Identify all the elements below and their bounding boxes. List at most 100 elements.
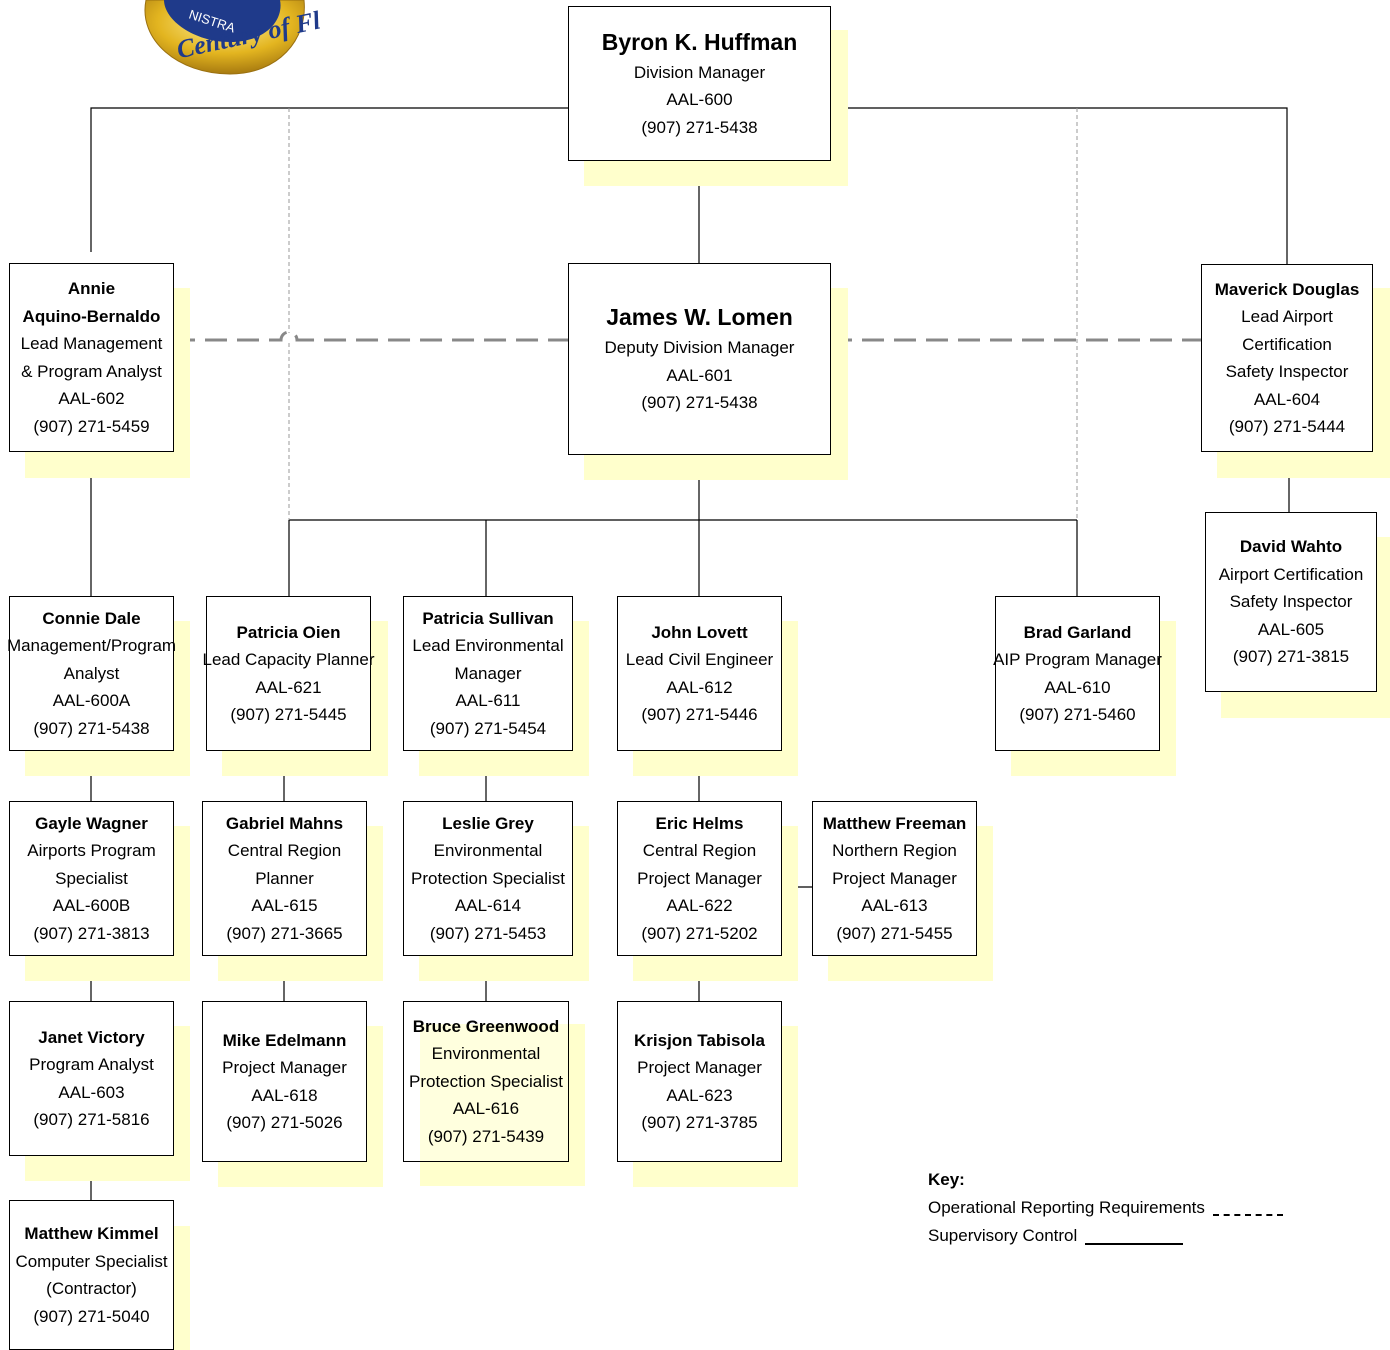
position-code: AAL-600B [52, 896, 131, 916]
position-phone: (907) 271-5446 [641, 705, 758, 724]
position-box-garland: Brad Garland AIP Program Manager AAL-610… [993, 596, 1162, 751]
position-title: Deputy Division Manager [604, 338, 795, 358]
position-title-line2: Project Manager [832, 868, 957, 888]
position-phone: (907) 271-5438 [641, 117, 758, 137]
position-title: AIP Program Manager [993, 650, 1162, 669]
position-box-oien: Patricia Oien Lead Capacity Planner AAL-… [203, 596, 375, 751]
position-name: Patricia Sullivan [422, 608, 554, 628]
position-code: AAL-610 [1044, 677, 1111, 697]
position-name: Maverick Douglas [1214, 279, 1360, 299]
position-box-helms: Eric Helms Central Region Project Manage… [617, 801, 782, 956]
position-title-line2: Manager [454, 663, 522, 683]
position-name: Matthew Freeman [822, 813, 967, 833]
position-title: Lead Civil Engineer [625, 650, 774, 669]
position-name: Patricia Oien [236, 622, 341, 642]
position-phone: (907) 271-5438 [33, 718, 150, 738]
position-title: Management/Program [6, 636, 177, 656]
position-name: Eric Helms [655, 813, 744, 833]
position-code: AAL-612 [666, 677, 733, 697]
position-phone: (907) 271-5026 [226, 1113, 343, 1132]
operational-reporting-lines [173, 330, 1201, 342]
position-name: Annie Aquino-Bernaldo [22, 279, 161, 326]
position-box-sullivan: Patricia Sullivan Lead Environmental Man… [403, 596, 573, 751]
position-box-mahns: Gabriel Mahns Central Region Planner AAL… [202, 801, 367, 956]
position-box-lomen: James W. Lomen Deputy Division Manager A… [568, 263, 831, 455]
position-box-greenwood: Bruce Greenwood Environmental Protection… [403, 1001, 569, 1162]
position-title-line2: Protection Specialist [410, 868, 566, 888]
position-phone: (907) 271-5202 [641, 923, 758, 943]
position-name: Bruce Greenwood [412, 1016, 560, 1036]
position-box-aquino: Annie Aquino-Bernaldo Lead Management & … [9, 263, 174, 452]
position-code: AAL-623 [666, 1085, 733, 1105]
position-code: AAL-601 [666, 365, 733, 385]
position-title: Environmental [431, 1044, 541, 1064]
position-name: James W. Lomen [606, 304, 793, 331]
position-code: AAL-621 [255, 677, 322, 697]
position-title: Lead Management [20, 334, 163, 353]
position-title: Project Manager [222, 1058, 347, 1077]
position-box-huffman: Byron K. Huffman Division Manager AAL-60… [568, 6, 831, 161]
box-shadow [420, 1024, 585, 1186]
position-phone: (907) 271-5445 [230, 705, 347, 724]
position-title-line2: Project Manager [637, 868, 762, 888]
position-title-line3: Safety Inspector [1225, 362, 1349, 381]
operational-line-aquino-lomen [173, 330, 568, 342]
position-phone: (907) 271-5459 [33, 416, 150, 436]
position-name: John Lovett [651, 622, 748, 642]
position-phone: (907) 271-3813 [33, 923, 150, 943]
position-code: AAL-605 [1257, 619, 1325, 639]
position-box-victory: Janet Victory Program Analyst AAL-603 (9… [9, 1001, 174, 1156]
position-title: Northern Region [832, 841, 957, 861]
key-row-operational: Operational Reporting Requirements [928, 1194, 1283, 1222]
position-code: AAL-611 [455, 691, 521, 711]
position-phone: (907) 271-5455 [836, 923, 953, 943]
position-phone: (907) 271-5438 [641, 393, 758, 413]
position-title: Lead Airport [1241, 307, 1333, 326]
thin-dashed-lines [288, 108, 1078, 520]
position-phone: (907) 271-5453 [429, 923, 547, 943]
position-code: AAL-600A [52, 691, 131, 711]
position-box-wahto: David Wahto Airport Certification Safety… [1205, 512, 1377, 692]
position-code: AAL-600 [666, 90, 733, 110]
position-code: AAL-602 [58, 389, 125, 408]
position-title-line2: Certification [1242, 334, 1332, 354]
position-box-freeman: Matthew Freeman Northern Region Project … [812, 801, 977, 956]
position-name: Gabriel Mahns [225, 813, 344, 833]
position-box-tabisola: Krisjon Tabisola Project Manager AAL-623… [617, 1001, 782, 1162]
chart-key: Key: Operational Reporting Requirements … [928, 1166, 1283, 1250]
position-code: AAL-614 [454, 896, 522, 916]
position-box-kimmel: Matthew Kimmel Computer Specialist (Cont… [9, 1200, 174, 1350]
key-operational-label: Operational Reporting Requirements [928, 1198, 1205, 1217]
line-huffman-aquino [90, 107, 568, 252]
key-supervisory-label: Supervisory Control [928, 1226, 1078, 1245]
position-title: Lead Capacity Planner [202, 650, 375, 669]
position-title: Airport Certification [1218, 564, 1364, 584]
position-title: Computer Specialist [15, 1251, 168, 1271]
position-box-grey: Leslie Grey Environmental Protection Spe… [403, 801, 573, 956]
position-name: Matthew Kimmel [24, 1224, 159, 1243]
position-title: Environmental [433, 841, 543, 861]
position-code: AAL-603 [58, 1082, 125, 1102]
position-name: Byron K. Huffman [601, 28, 798, 55]
position-title-line2: Protection Specialist [408, 1071, 564, 1091]
position-phone: (907) 271-3785 [641, 1113, 758, 1132]
position-phone: (907) 271-3815 [1232, 647, 1350, 667]
position-code: AAL-613 [861, 896, 928, 916]
position-code: AAL-604 [1253, 389, 1321, 409]
position-name: Connie Dale [42, 608, 141, 628]
position-title: Division Manager [633, 62, 766, 82]
position-title: Central Region [227, 841, 342, 861]
position-box-lovett: John Lovett Lead Civil Engineer AAL-612 … [617, 596, 782, 751]
position-title: Lead Environmental [412, 636, 564, 656]
position-name: Mike Edelmann [222, 1030, 347, 1050]
position-title: Program Analyst [29, 1055, 154, 1074]
key-solid-line-sample [1085, 1243, 1184, 1245]
position-title-line2: Safety Inspector [1229, 592, 1353, 612]
line-huffman-douglas [830, 107, 1288, 264]
key-dashed-line-sample [1212, 1214, 1283, 1216]
position-phone: (907) 271-5460 [1019, 705, 1136, 724]
position-title-line2: Specialist [55, 868, 128, 888]
position-name: Gayle Wagner [35, 813, 148, 833]
position-title: Central Region [642, 841, 757, 861]
position-phone: (907) 271-5816 [33, 1110, 150, 1129]
